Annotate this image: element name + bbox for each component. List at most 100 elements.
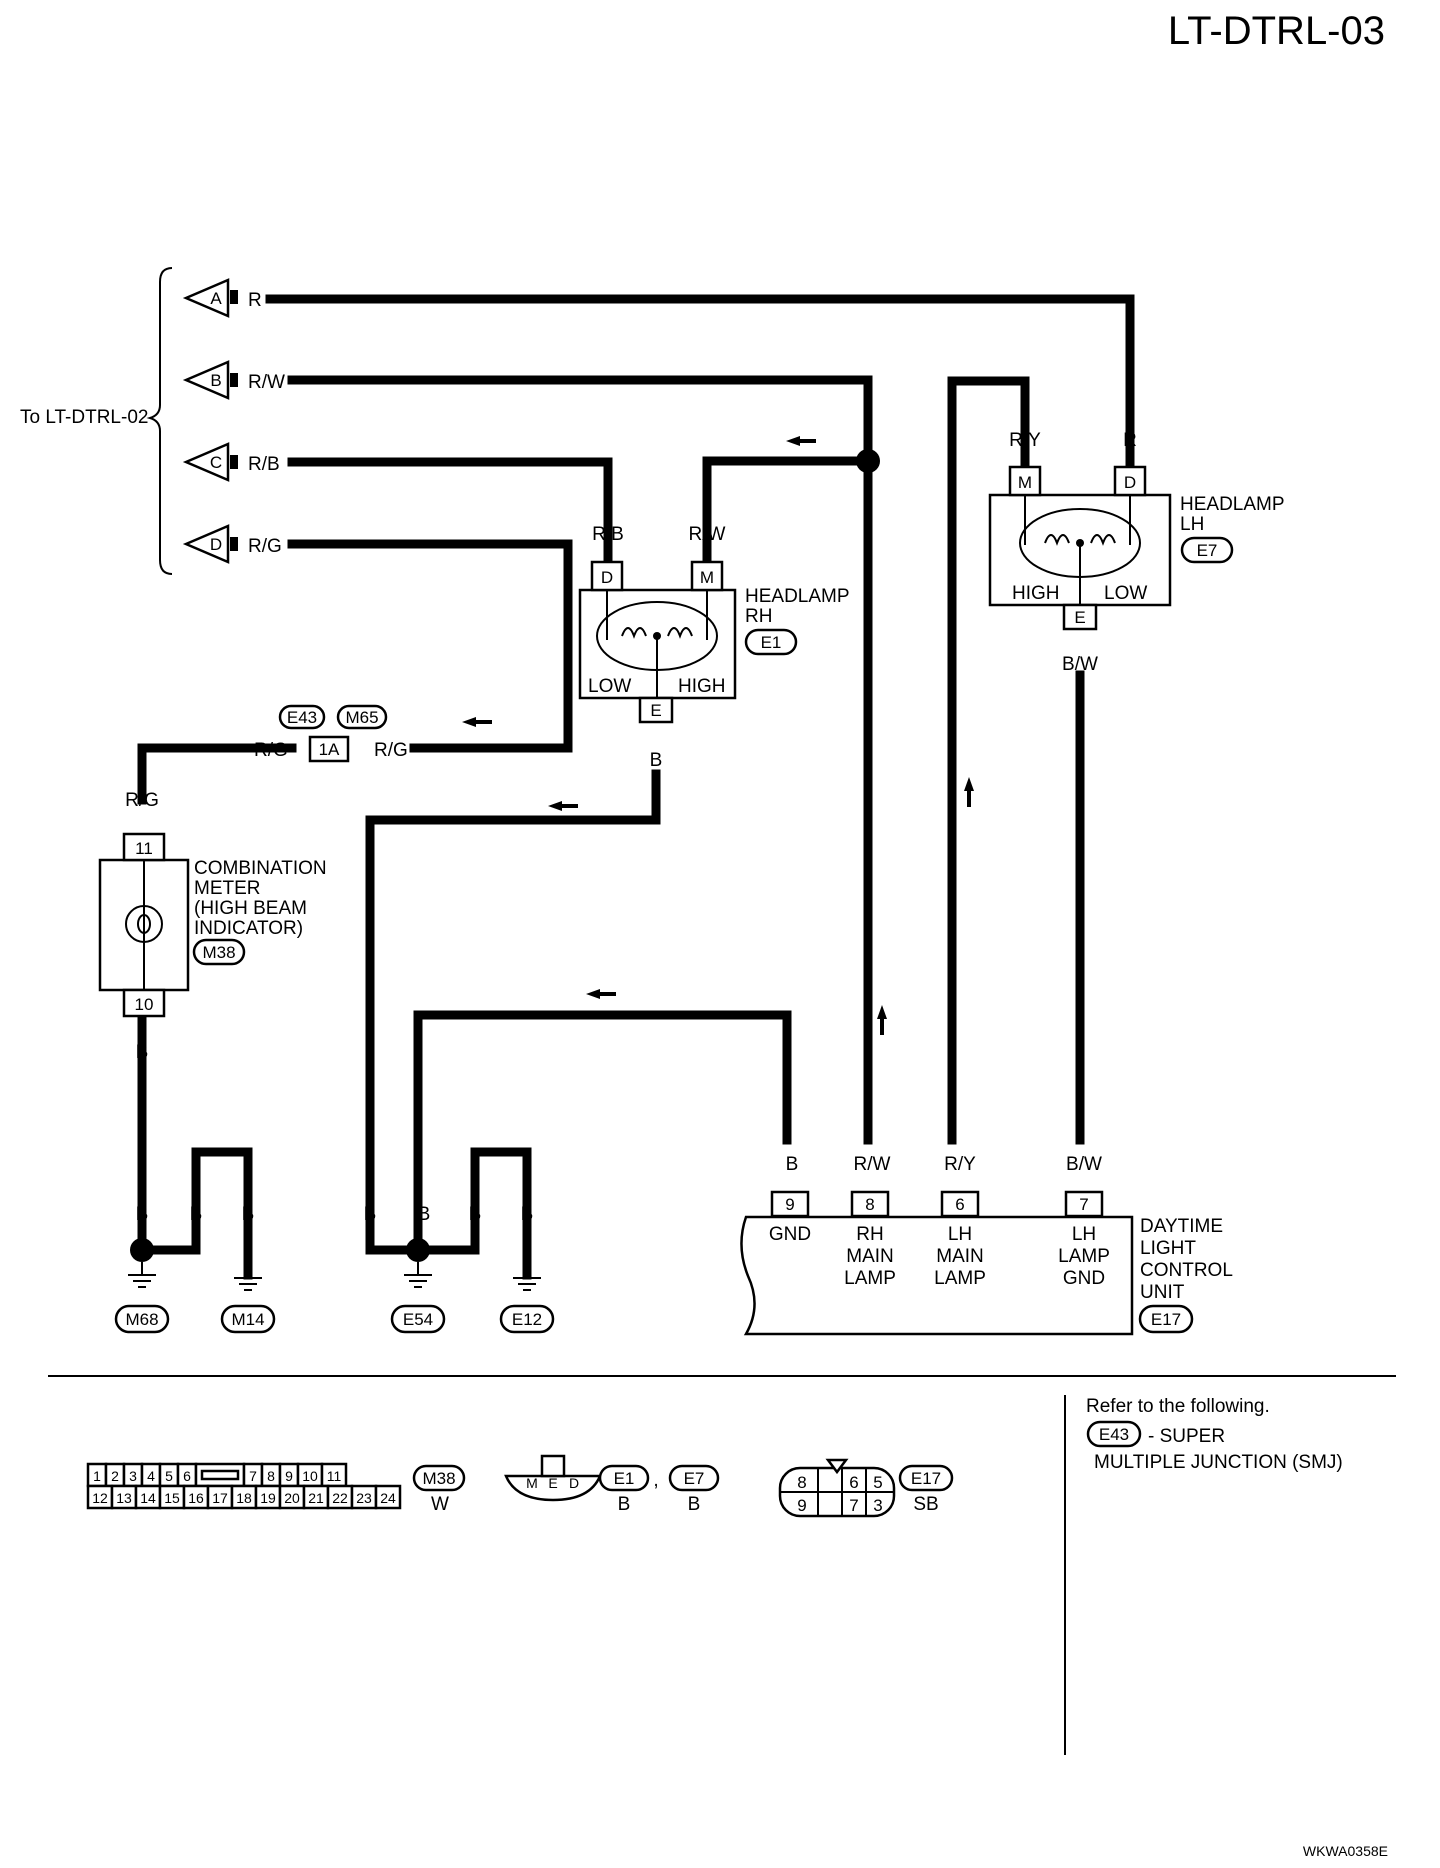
line3: (HIGH BEAM — [194, 898, 307, 919]
svg-text:7: 7 — [849, 1496, 858, 1515]
title: HEADLAMP — [1180, 494, 1285, 515]
legend-pin-label: 10 — [302, 1468, 318, 1484]
terminal-letter: C — [210, 453, 222, 472]
ground-wire-labels: B B B B B B B — [136, 1204, 534, 1225]
legend-pin-label: 7 — [249, 1468, 257, 1484]
svg-text:E7: E7 — [684, 1469, 705, 1488]
wire-rw-main — [287, 375, 873, 1145]
label-high: HIGH — [678, 676, 726, 697]
terminal-d: D R/G — [182, 524, 282, 564]
legend-pin-label: 17 — [212, 1490, 228, 1506]
joint-connector: E43 M65 1A R/G R/G — [254, 704, 408, 763]
terminal-letter: D — [210, 535, 222, 554]
ground-e54: E54 — [390, 1238, 446, 1334]
legend-pin-label: 16 — [188, 1490, 204, 1506]
pin-top: 11 — [135, 839, 153, 858]
line2: METER — [194, 878, 261, 899]
legend-e1-e7: M E D E1 B , E7 B — [504, 1454, 720, 1515]
svg-text:B: B — [418, 1204, 431, 1225]
legend-pin-label: 4 — [147, 1468, 155, 1484]
legend-pin-label: 22 — [332, 1490, 348, 1506]
legend-pin-label: 14 — [140, 1490, 156, 1506]
legend-pin-label: 24 — [380, 1490, 396, 1506]
legend-pin-label: 9 — [285, 1468, 293, 1484]
legend-pin-label: 11 — [327, 1468, 342, 1484]
svg-text:LIGHT: LIGHT — [1140, 1238, 1196, 1259]
svg-text:B: B — [364, 1204, 377, 1225]
svg-text:LAMP: LAMP — [934, 1268, 986, 1289]
ground-name: E12 — [512, 1310, 542, 1329]
legend-pin-label: 23 — [356, 1490, 372, 1506]
ground-m68: M68 — [114, 1238, 170, 1334]
wire-label-rw: R/W — [689, 524, 726, 545]
svg-text:D: D — [569, 1475, 579, 1491]
legend-pin-label: 21 — [308, 1490, 324, 1506]
svg-text:LH: LH — [948, 1224, 972, 1245]
joint-conn2: M65 — [345, 708, 378, 727]
pin-8: 8 — [865, 1195, 874, 1214]
svg-text:E1: E1 — [614, 1469, 635, 1488]
wire-b-rh — [365, 769, 661, 1227]
wire-b-m14 — [137, 1147, 253, 1280]
svg-text:B: B — [618, 1494, 631, 1515]
combination-meter: R/G 11 10 B COMBINATION METER (HIGH BEAM… — [98, 790, 327, 1063]
headlamp-lh: R/Y R M D HIGH LOW E B/W HEADLAMP LH E7 — [988, 430, 1285, 675]
svg-text:GND: GND — [769, 1224, 811, 1245]
svg-text:LH: LH — [1072, 1224, 1096, 1245]
svg-text:B: B — [786, 1154, 799, 1175]
daytime-light-control-unit: B 9 GND R/W 8 RH MAIN LAMP R/Y 6 LH MAIN… — [740, 1154, 1233, 1336]
wire-label: R — [248, 290, 262, 311]
svg-text:B: B — [469, 1204, 482, 1225]
pin-d: D — [601, 568, 613, 587]
legend-pin-label: 5 — [165, 1468, 173, 1484]
connector: E1 — [761, 633, 782, 652]
svg-text:W: W — [431, 1494, 449, 1515]
wire-label-left: R/G — [254, 740, 288, 761]
svg-text:- SUPER: - SUPER — [1148, 1426, 1225, 1447]
legend-pin-label: 13 — [116, 1490, 132, 1506]
brace-label: To LT-DTRL-02 — [20, 407, 148, 428]
title2: LH — [1180, 514, 1204, 535]
svg-text:E: E — [548, 1475, 557, 1491]
svg-text:M38: M38 — [422, 1469, 455, 1488]
connector: E7 — [1197, 541, 1218, 560]
svg-text:6: 6 — [849, 1473, 858, 1492]
svg-text:MULTIPLE JUNCTION (SMJ): MULTIPLE JUNCTION (SMJ) — [1094, 1452, 1343, 1473]
label-low: LOW — [1104, 583, 1147, 604]
legend-pin-label: 20 — [284, 1490, 300, 1506]
refer-note: Refer to the following. E43 - SUPER MULT… — [1086, 1396, 1343, 1473]
terminal-letter: A — [210, 289, 222, 308]
svg-text:Refer to the following.: Refer to the following. — [1086, 1396, 1270, 1417]
title: HEADLAMP — [745, 586, 850, 607]
terminal-letter: B — [210, 371, 221, 390]
pin-d: D — [1124, 473, 1136, 492]
legend-pin-label: 19 — [260, 1490, 276, 1506]
pin-bottom: 10 — [135, 995, 154, 1014]
terminal-c: C R/B — [182, 442, 280, 482]
left-brace — [146, 267, 173, 575]
wire-label: R/G — [248, 536, 282, 557]
line1: COMBINATION — [194, 858, 327, 879]
svg-text:B: B — [688, 1494, 701, 1515]
svg-text:B: B — [136, 1204, 149, 1225]
pin-m: M — [1018, 473, 1032, 492]
ground-name: E54 — [403, 1310, 433, 1329]
pin-6: 6 — [955, 1195, 964, 1214]
legend-key — [200, 1469, 240, 1481]
wire-r — [265, 294, 1135, 470]
svg-text:9: 9 — [797, 1496, 806, 1515]
svg-text:DAYTIME: DAYTIME — [1140, 1216, 1223, 1237]
svg-text:R/Y: R/Y — [944, 1154, 976, 1175]
direction-arrows — [462, 436, 974, 1035]
joint-pin: 1A — [319, 740, 340, 759]
wire-label: R/B — [248, 454, 280, 475]
svg-text:B: B — [190, 1204, 203, 1225]
pin-7: 7 — [1079, 1195, 1088, 1214]
svg-text:SB: SB — [913, 1494, 938, 1515]
svg-text:3: 3 — [873, 1496, 882, 1515]
line4: INDICATOR) — [194, 918, 303, 939]
svg-text:GND: GND — [1063, 1268, 1105, 1289]
wire-label: R/W — [248, 372, 285, 393]
wire-label-right: R/G — [374, 740, 408, 761]
